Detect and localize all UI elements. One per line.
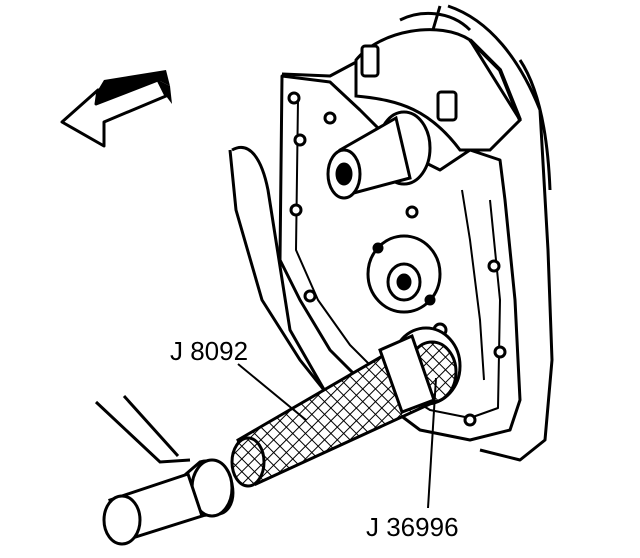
upper-pulley: [354, 11, 522, 152]
engine-block: [228, 4, 554, 462]
camshaft-sleeve: [326, 110, 432, 200]
callout-j8092: J 8092: [170, 336, 249, 366]
callout-leaders: [237, 363, 437, 509]
crankshaft-nose: [94, 394, 235, 546]
knurled-handle-tool: [230, 333, 436, 488]
leader-j36996: [427, 377, 437, 509]
crank-sprocket: [366, 234, 442, 314]
direction-arrow-icon: [60, 70, 172, 148]
callout-j36996: J 36996: [366, 512, 459, 542]
leader-j8092: [237, 363, 307, 421]
